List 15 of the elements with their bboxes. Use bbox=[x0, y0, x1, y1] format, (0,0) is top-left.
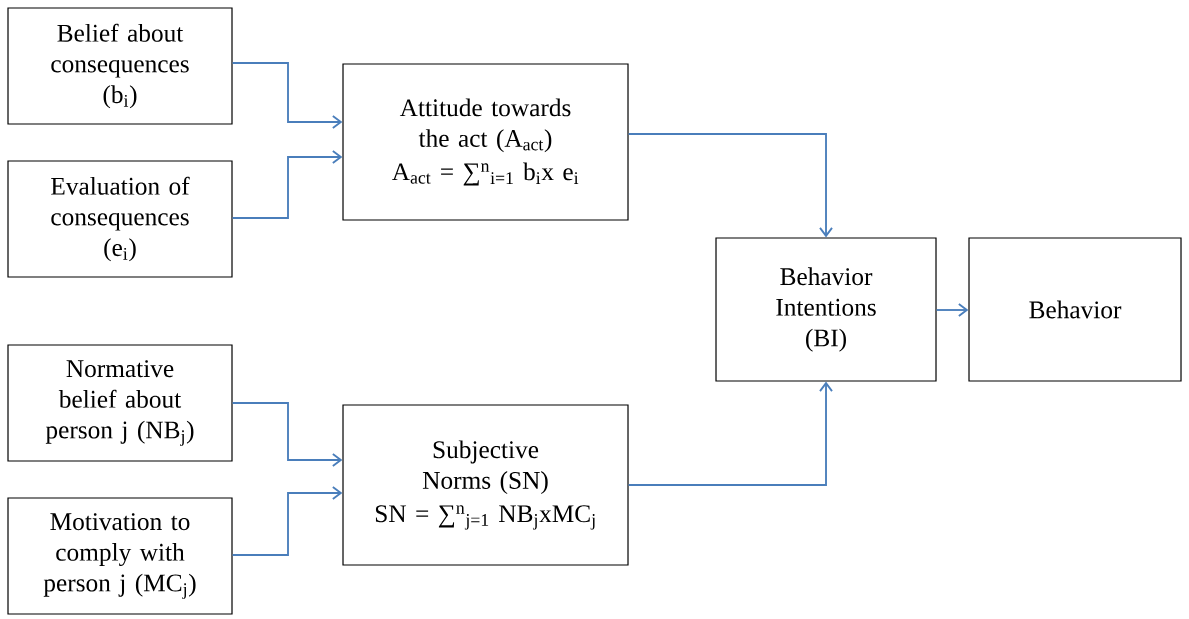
process-box: Behavior Intentions (BI) bbox=[715, 237, 937, 382]
arrow bbox=[231, 486, 343, 556]
arrow bbox=[231, 402, 343, 467]
process-box: Behavior bbox=[968, 237, 1182, 382]
process-box: Normative belief about person j (NB$_{j}$) bbox=[7, 344, 233, 462]
arrow bbox=[231, 62, 343, 129]
arrow bbox=[935, 303, 969, 317]
arrow bbox=[627, 133, 833, 238]
process-box: Subjective Norms (SN) SN = ∑$^{n}$$_{j=1}$ NB$_{j}$xMC$_{j}$ bbox=[342, 404, 629, 566]
arrow bbox=[627, 381, 833, 486]
process-box: Motivation to comply with person j (MC$_{j}$) bbox=[7, 497, 233, 615]
process-box: Attitude towards the act (A$_{act}$) A$_{act}$ = ∑$^{n}$$_{i=1}$ b$_{i}$x e$_{i}$ bbox=[342, 63, 629, 221]
process-box: Evaluation of consequences (e$_{i}$) bbox=[7, 160, 233, 278]
process-box: Belief about consequences (b$_{i}$) bbox=[7, 7, 233, 125]
arrow bbox=[231, 150, 343, 219]
